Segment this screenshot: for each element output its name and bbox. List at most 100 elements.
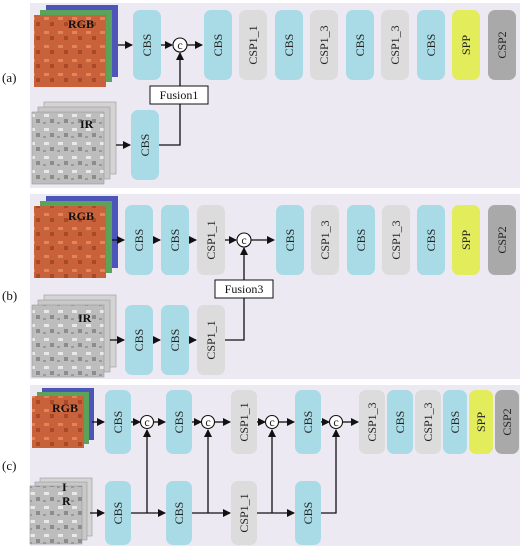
panel-b-concat-symbol: c (241, 233, 246, 247)
panel-b-tail-block (452, 205, 480, 275)
panel-c-rgb-image: RGB (32, 388, 94, 448)
panel-a-tail-label: CSP2 (495, 31, 509, 58)
panel-c-rgb-block-label: CSP1_1 (237, 402, 251, 441)
panel-c-tail-label: SPP (474, 412, 488, 432)
panel-a: (a) RGB IR CBS c CBS Fusion1 (2, 3, 520, 188)
panel-b-ir-label: IR (78, 311, 92, 325)
panel-b-rgb-block-label: CSP1_1 (204, 220, 218, 259)
panel-c-concat-symbol: c (333, 415, 338, 429)
panel-a-tail-label: SPP (459, 35, 473, 55)
panel-a-fusion-label: Fusion1 (160, 88, 199, 102)
panel-c-ir-block-label: CBS (172, 502, 186, 525)
panel-c-tail-block (387, 390, 413, 454)
panel-c-tail-block (415, 390, 441, 454)
panel-b-rgb-block (125, 205, 153, 275)
panel-b-tail-block (347, 205, 375, 275)
panel-a-tail-block (310, 10, 338, 80)
panel-c-rgb-block-label: CBS (301, 411, 315, 434)
panel-b-tail-label: SPP (459, 230, 473, 250)
panel-a-ir-cbs (131, 110, 159, 180)
panel-a-tail-block (275, 10, 303, 80)
panel-a-tail: CBS CSP1_1 CBS CSP1_3 CBS CSP1_3 CBS SPP… (204, 10, 516, 80)
panel-b-ir-block-label: CSP1_1 (204, 320, 218, 359)
panel-b: (b) RGB IR CBS CBS CSP1_1 c CBS (2, 194, 520, 379)
panel-b-tail-label: CSP2 (495, 226, 509, 253)
panel-c-ir-block (231, 481, 257, 545)
panel-b-ir-block (197, 305, 225, 375)
panel-a-rgb-image: RGB (34, 5, 118, 87)
panel-b-tail-label: CSP1_3 (389, 220, 403, 259)
panel-a-tail-block (417, 10, 445, 80)
panel-b-tail-label: CSP1_3 (318, 220, 332, 259)
panel-b-ir-image: IR (31, 294, 117, 378)
panel-c-tail-label: CSP2 (500, 408, 514, 435)
panel-b-tail-label: CBS (354, 229, 368, 252)
panel-c-rgb-block (231, 390, 257, 454)
panel-c-ir-block (166, 481, 192, 545)
panel-a-tail-block (381, 10, 409, 80)
panel-c-ir-label-2: R (62, 494, 71, 508)
panel-c-rgb-block-label: CBS (172, 411, 186, 434)
panel-a-tail-block (488, 10, 516, 80)
panel-b-rgb-block-label: CBS (168, 229, 182, 252)
panel-a-tail-label: CBS (282, 34, 296, 57)
panel-c-concat-symbol: c (269, 415, 274, 429)
panel-c-ir-block (105, 481, 131, 545)
panel-c-ir-block (295, 481, 321, 545)
panel-c-tail-label: CBS (448, 411, 462, 434)
panel-b-tail: CBS CSP1_3 CBS CSP1_3 CBS SPP CSP2 (276, 205, 516, 275)
panel-c-rgb-block (105, 390, 131, 454)
panel-a-tail-label: CBS (353, 34, 367, 57)
panel-a-tail-block (452, 10, 480, 80)
panel-a-rgb-label: RGB (68, 17, 94, 31)
panel-c-tail: CSP1_3 CBS CSP1_3 CBS SPP CSP2 (359, 390, 519, 454)
panel-b-tail-label: CBS (283, 229, 297, 252)
panel-b-tail-block (311, 205, 339, 275)
panel-c-concat-symbol: c (205, 415, 210, 429)
panel-b-tail-block (417, 205, 445, 275)
panel-c-tail-label: CBS (393, 411, 407, 434)
panel-a-ir-image: IR (31, 101, 117, 185)
panel-b-rgb-label: RGB (68, 209, 94, 223)
panel-c-ir-label-1: I (62, 480, 67, 494)
panel-b-tail-label: CBS (424, 229, 438, 252)
panel-a-tail-block (204, 10, 232, 80)
panel-b-fusion-box (214, 279, 274, 299)
panel-b-label: (b) (2, 288, 17, 303)
panel-a-tail-label: CSP1_1 (246, 25, 260, 64)
panel-b-tail-block (276, 205, 304, 275)
panel-c-tail-block (469, 390, 493, 454)
panel-b-rgb-block-label: CBS (132, 229, 146, 252)
panel-c-ir-image: I R (29, 477, 93, 545)
panel-a-label: (a) (2, 70, 16, 85)
panel-c-tail-block (495, 390, 519, 454)
panel-a-concat-symbol: c (177, 38, 182, 52)
panel-a-fusion-box (149, 85, 209, 105)
panel-c-rgb-block (295, 390, 321, 454)
panel-a-tail-label: CBS (211, 34, 225, 57)
panel-b-rgb-image: RGB (34, 196, 118, 278)
panel-c-concat-symbol: c (144, 415, 149, 429)
panel-a-ir-cbs-label: CBS (138, 134, 152, 157)
panel-a-tail-label: CSP1_3 (388, 25, 402, 64)
panel-b-ir-block (161, 305, 189, 375)
panel-a-rgb-cbs-label: CBS (140, 34, 154, 57)
panel-a-tail-label: CSP1_3 (317, 25, 331, 64)
panel-a-tail-block (346, 10, 374, 80)
panel-c-rgb-label: RGB (52, 401, 78, 415)
panel-b-ir-block (125, 305, 153, 375)
panel-a-rgb-cbs (133, 10, 161, 80)
panel-c-tail-label: CSP1_3 (421, 402, 435, 441)
panel-a-tail-block (239, 10, 267, 80)
panel-a-ir-label: IR (80, 117, 94, 131)
panel-c-ir-block-label: CBS (301, 502, 315, 525)
panel-c-rgb-block-label: CBS (111, 411, 125, 434)
panel-b-fusion-label: Fusion3 (225, 282, 264, 296)
panel-c-label: (c) (2, 458, 16, 473)
panel-c-tail-label: CSP1_3 (365, 402, 379, 441)
panel-b-rgb-block (197, 205, 225, 275)
panel-c-tail-block (443, 390, 467, 454)
panel-b-rgb-block (161, 205, 189, 275)
panel-a-tail-label: CBS (424, 34, 438, 57)
